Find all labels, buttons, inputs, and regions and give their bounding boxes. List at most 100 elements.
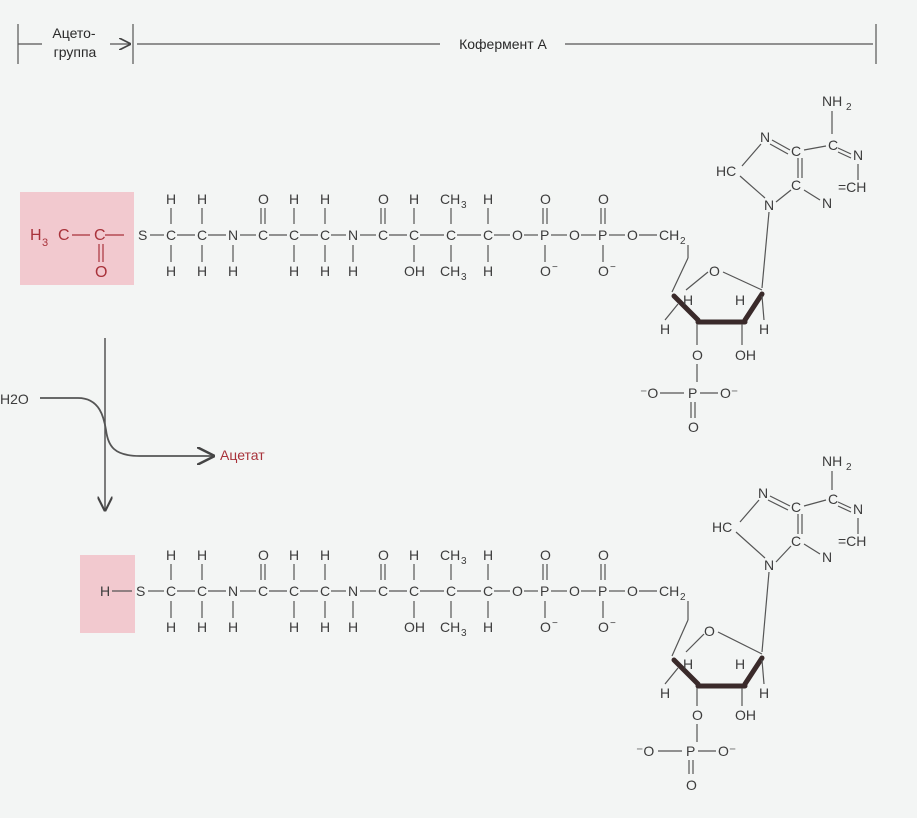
svg-text:CH: CH bbox=[440, 619, 460, 635]
acetyl-c1: C bbox=[58, 227, 70, 244]
thiol-highlight bbox=[80, 555, 135, 633]
svg-text:C: C bbox=[409, 583, 419, 599]
svg-text:N: N bbox=[228, 227, 238, 243]
svg-text:P: P bbox=[688, 385, 697, 401]
water-label: H2O bbox=[0, 391, 29, 407]
svg-text:O: O bbox=[627, 583, 638, 599]
svg-text:OH: OH bbox=[404, 619, 425, 635]
svg-text:N: N bbox=[348, 227, 358, 243]
svg-text:H: H bbox=[483, 263, 493, 279]
svg-text:C: C bbox=[828, 137, 838, 153]
svg-text:P: P bbox=[598, 583, 607, 599]
svg-text:C: C bbox=[197, 583, 207, 599]
svg-text:H: H bbox=[166, 263, 176, 279]
svg-text:H: H bbox=[228, 263, 238, 279]
coenzyme-label: Кофермент А bbox=[459, 36, 547, 52]
svg-text:P: P bbox=[540, 583, 549, 599]
svg-text:O: O bbox=[258, 547, 269, 563]
svg-text:N: N bbox=[822, 549, 832, 565]
svg-text:H: H bbox=[483, 547, 493, 563]
svg-text:H: H bbox=[320, 263, 330, 279]
aceto-label-line2: группа bbox=[54, 44, 97, 60]
svg-text:H: H bbox=[759, 321, 769, 337]
svg-text:O: O bbox=[569, 227, 580, 243]
svg-text:O: O bbox=[569, 583, 580, 599]
svg-text:O: O bbox=[598, 191, 609, 207]
svg-text:CH: CH bbox=[440, 547, 460, 563]
bottom-chain: S C C N C C C N C C C C O P O P O CH 2 bbox=[136, 547, 686, 639]
svg-text:O: O bbox=[692, 347, 703, 363]
svg-text:H: H bbox=[166, 619, 176, 635]
svg-text:N: N bbox=[764, 557, 774, 573]
svg-text:O: O bbox=[258, 191, 269, 207]
svg-text:C: C bbox=[378, 583, 388, 599]
svg-text:H: H bbox=[320, 547, 330, 563]
svg-text:O⁻: O⁻ bbox=[718, 743, 736, 759]
svg-text:C: C bbox=[409, 227, 419, 243]
svg-text:O: O bbox=[540, 547, 551, 563]
svg-text:C: C bbox=[483, 583, 493, 599]
svg-text:O: O bbox=[598, 263, 609, 279]
svg-text:C: C bbox=[289, 227, 299, 243]
svg-text:O: O bbox=[378, 547, 389, 563]
aceto-label-line1: Ацето- bbox=[52, 25, 96, 41]
svg-text:O: O bbox=[512, 227, 523, 243]
acetyl-h: H bbox=[30, 227, 42, 244]
svg-text:3: 3 bbox=[461, 556, 467, 567]
svg-text:3: 3 bbox=[461, 200, 467, 211]
svg-text:HC: HC bbox=[716, 163, 736, 179]
svg-text:C: C bbox=[320, 227, 330, 243]
svg-text:H: H bbox=[759, 685, 769, 701]
svg-text:H: H bbox=[197, 547, 207, 563]
svg-text:CH: CH bbox=[440, 263, 460, 279]
svg-text:2: 2 bbox=[680, 592, 686, 603]
svg-text:C: C bbox=[446, 583, 456, 599]
svg-text:C: C bbox=[791, 533, 801, 549]
svg-text:P: P bbox=[686, 743, 695, 759]
svg-text:O: O bbox=[598, 547, 609, 563]
acetyl-highlight bbox=[20, 192, 134, 285]
acetyl-subscript: 3 bbox=[42, 237, 48, 249]
svg-text:H: H bbox=[197, 191, 207, 207]
header-bracket bbox=[17, 24, 877, 64]
svg-text:OH: OH bbox=[404, 263, 425, 279]
svg-text:O: O bbox=[540, 263, 551, 279]
svg-text:H: H bbox=[683, 292, 693, 308]
acetyl-group: H 3 C C O bbox=[30, 227, 124, 281]
acetyl-c2: C bbox=[94, 227, 106, 244]
svg-text:H: H bbox=[197, 619, 207, 635]
svg-text:C: C bbox=[258, 583, 268, 599]
svg-text:−: − bbox=[552, 618, 558, 629]
svg-text:N: N bbox=[758, 485, 768, 501]
svg-text:O: O bbox=[692, 707, 703, 723]
svg-text:H: H bbox=[228, 619, 238, 635]
acetate-label: Ацетат bbox=[220, 447, 265, 463]
svg-text:O: O bbox=[686, 777, 697, 793]
svg-text:C: C bbox=[378, 227, 388, 243]
svg-text:S: S bbox=[136, 583, 145, 599]
svg-text:H: H bbox=[348, 263, 358, 279]
svg-text:O: O bbox=[512, 583, 523, 599]
top-ribose: O H H H H O OH ⁻O P O⁻ O bbox=[640, 245, 769, 435]
svg-text:H: H bbox=[483, 191, 493, 207]
svg-text:O: O bbox=[704, 623, 715, 639]
svg-text:H: H bbox=[197, 263, 207, 279]
svg-text:C: C bbox=[166, 583, 176, 599]
svg-text:P: P bbox=[598, 227, 607, 243]
svg-text:CH: CH bbox=[440, 191, 460, 207]
svg-text:H: H bbox=[320, 619, 330, 635]
svg-text:3: 3 bbox=[461, 628, 467, 639]
reaction-arrows bbox=[40, 338, 213, 510]
svg-text:H: H bbox=[660, 685, 670, 701]
svg-text:C: C bbox=[197, 227, 207, 243]
svg-text:−: − bbox=[610, 618, 616, 629]
svg-text:N: N bbox=[853, 147, 863, 163]
svg-text:C: C bbox=[320, 583, 330, 599]
svg-text:H: H bbox=[320, 191, 330, 207]
svg-text:H: H bbox=[683, 656, 693, 672]
svg-text:N: N bbox=[764, 197, 774, 213]
svg-text:C: C bbox=[483, 227, 493, 243]
svg-text:C: C bbox=[791, 499, 801, 515]
